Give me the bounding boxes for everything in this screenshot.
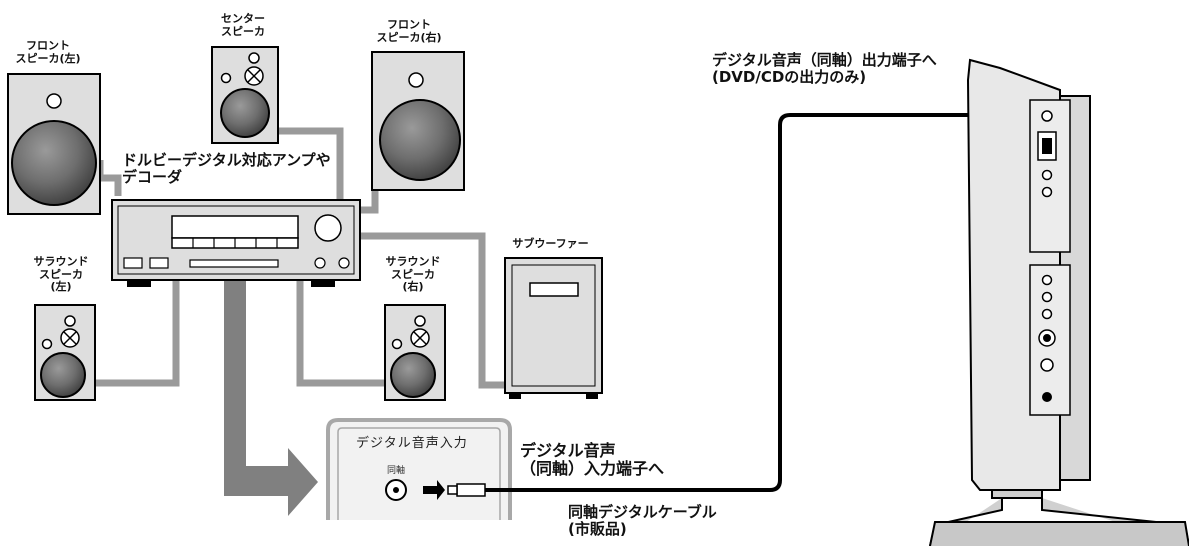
- front-left-speaker-label: フロント スピーカ(左): [15, 39, 81, 65]
- cable-subwoofer: [360, 232, 505, 389]
- cable-front-left: [96, 160, 122, 196]
- cable-surround-right: [296, 278, 385, 387]
- front-right-speaker: [371, 51, 465, 191]
- surround-left-speaker: [34, 304, 96, 401]
- surround-right-speaker-label: サラウンド スピーカ (右): [385, 255, 441, 294]
- cable-surround-left: [95, 278, 180, 387]
- surround-right-speaker: [384, 304, 446, 401]
- subwoofer: [504, 257, 603, 399]
- front-left-speaker: [7, 73, 101, 215]
- coaxial-jack-label: 同軸: [387, 466, 406, 476]
- input-terminal-label: デジタル音声 （同軸）入力端子へ: [520, 441, 665, 479]
- amplifier-label: ドルビーデジタル対応アンプや デコーダ: [122, 151, 331, 187]
- amplifier: [111, 199, 361, 287]
- center-speaker: [211, 46, 279, 144]
- input-panel-title: デジタル音声入力: [356, 436, 468, 451]
- tv-side-view: [929, 58, 1189, 547]
- signal-flow-arrow: [224, 278, 318, 516]
- surround-left-speaker-label: サラウンド スピーカ (左): [33, 255, 89, 294]
- front-right-speaker-label: フロント スピーカ(右): [376, 18, 442, 44]
- coaxial-output-jack: [1041, 110, 1053, 122]
- center-speaker-label: センター スピーカ: [221, 12, 265, 38]
- subwoofer-label: サブウーファー: [512, 237, 589, 250]
- output-terminal-label: デジタル音声（同軸）出力端子へ (DVD/CDの出力のみ): [712, 51, 937, 87]
- cable-label: 同軸デジタルケーブル (市販品): [568, 503, 717, 539]
